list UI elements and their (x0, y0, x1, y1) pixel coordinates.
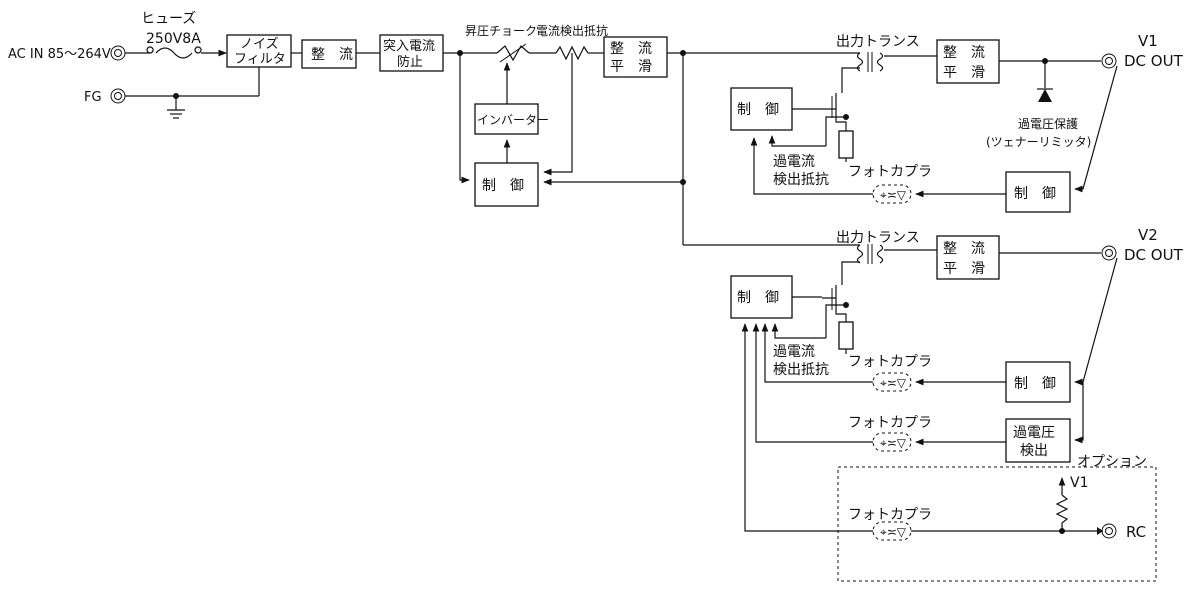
rectifier-label: 整 流 (311, 47, 353, 63)
inrush-label-2: 防止 (397, 54, 423, 70)
fg-terminal-icon (110, 88, 126, 104)
main-rect-smooth-label-1: 整 流 (610, 41, 652, 57)
v1-control-right-box (1005, 171, 1071, 213)
v2-photocoupler-2-icon: ⌖≍▽ (872, 432, 912, 452)
v2-control-left-label: 制 御 (737, 290, 779, 306)
rc-label: RC (1126, 523, 1146, 541)
v1-overcurrent-label-1: 過電流 (773, 154, 815, 170)
fuse-icon (125, 46, 202, 59)
ac-in-label: AC IN 85～264V (8, 47, 111, 62)
v1-rect-label-2: 平 滑 (943, 64, 985, 81)
v2-rect-label-2: 平 滑 (943, 260, 985, 277)
inverter-label: インバーター (477, 113, 549, 127)
v2-overcurrent-label-1: 過電流 (773, 344, 815, 360)
fg-label: FG (84, 90, 102, 105)
svg-text:⌖≍▽: ⌖≍▽ (880, 436, 907, 450)
v1-transformer-icon (856, 52, 884, 72)
fuse-rating: 250V8A (146, 31, 201, 47)
svg-text:⌖≍▽: ⌖≍▽ (880, 376, 907, 390)
v1-photocoupler-label: フォトカプラ (848, 164, 932, 180)
option-photocoupler-icon: ⌖≍▽ (872, 521, 912, 541)
v2-ov-detect-box (1005, 418, 1071, 463)
inrush-label-1: 突入電流 (383, 38, 435, 54)
rectifier-box (301, 39, 357, 69)
boost-choke-icon (496, 43, 530, 63)
svg-text:⌖≍▽: ⌖≍▽ (880, 188, 907, 202)
v2-overcurrent-label-2: 検出抵抗 (773, 362, 829, 378)
option-label: オプション (1077, 454, 1147, 470)
ac-in-terminal-icon (110, 45, 126, 61)
v2-current-resistor-box (838, 321, 854, 350)
option-dashed-frame (837, 466, 1157, 582)
ovp-label-1: 過電圧保護 (1018, 116, 1078, 131)
svg-text:⌖≍▽: ⌖≍▽ (880, 525, 907, 539)
v2-control-left-box (730, 275, 793, 319)
v2-name: V2 (1138, 226, 1158, 244)
ground-icon (167, 96, 185, 119)
v1-control-left-label: 制 御 (737, 102, 779, 118)
v2-rect-label-1: 整 流 (943, 241, 985, 257)
option-pullup-resistor-icon (1055, 494, 1069, 531)
v2-rect-smooth-box (936, 235, 1000, 280)
main-control-label: 制 御 (482, 178, 524, 194)
option-photocoupler-label: フォトカプラ (848, 507, 932, 523)
noise-filter-label-1: ノイズ (240, 36, 279, 52)
fuse-label: ヒューズ (141, 11, 196, 27)
v2-dc-out: DC OUT (1124, 246, 1184, 264)
v1-photocoupler-icon: ⌖≍▽ (872, 184, 912, 204)
noise-filter-box (226, 34, 292, 68)
main-rect-smooth-box (603, 36, 668, 78)
v1-rect-label-1: 整 流 (943, 45, 985, 61)
v1-transformer-label: 出力トランス (836, 34, 920, 50)
current-detect-resistor-label: 電流検出抵抗 (536, 23, 608, 38)
v2-control-right-label: 制 御 (1014, 376, 1056, 392)
v2-photocoupler-label-2: フォトカプラ (848, 415, 932, 431)
inverter-box (474, 103, 539, 135)
v1-dc-out-terminal-icon (1101, 53, 1117, 69)
boost-choke-label: 昇圧チョーク (465, 24, 537, 38)
v1-dc-out: DC OUT (1124, 52, 1184, 70)
v2-ov-detect-label-2: 検出 (1020, 443, 1048, 459)
rc-terminal-icon (1097, 523, 1117, 539)
ovp-label-2: (ツェナーリミッタ) (986, 135, 1091, 149)
zener-diode-icon (1037, 61, 1053, 102)
option-v1-label: V1 (1070, 475, 1088, 491)
main-rect-smooth-label-2: 平 滑 (610, 58, 652, 75)
v2-control-right-box (1005, 361, 1071, 403)
v2-photocoupler-label-1: フォトカプラ (848, 354, 932, 370)
current-detect-resistor-icon (555, 45, 589, 61)
noise-filter-label-2: フィルタ (234, 52, 286, 67)
v2-dc-out-terminal-icon (1101, 245, 1117, 261)
v2-transformer-label: 出力トランス (836, 230, 920, 246)
v1-overcurrent-label-2: 検出抵抗 (773, 172, 829, 188)
v2-ov-detect-label-1: 過電圧 (1013, 425, 1055, 441)
v1-current-resistor-box (838, 130, 854, 159)
v2-photocoupler-1-icon: ⌖≍▽ (872, 372, 912, 392)
v2-transformer-icon (856, 244, 884, 264)
v1-control-right-label: 制 御 (1014, 186, 1056, 202)
v1-name: V1 (1138, 32, 1158, 50)
